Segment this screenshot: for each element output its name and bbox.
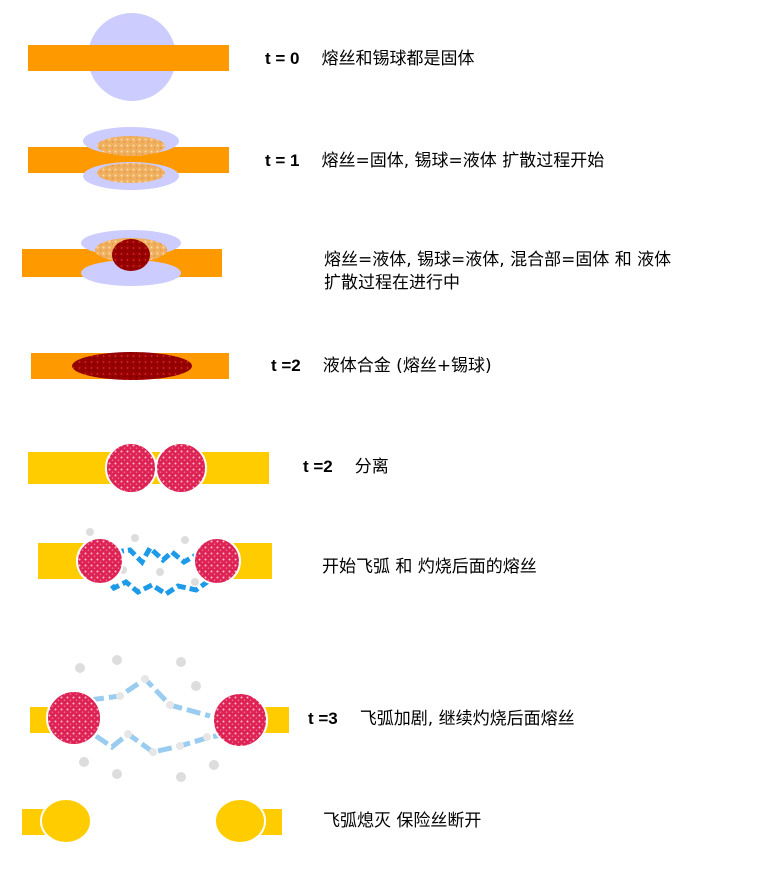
stage-1-caption: t = 0 熔丝和锡球都是固体 [265, 48, 475, 70]
arc-lower [102, 573, 212, 597]
stage-3-caption-line2: 扩散过程在进行中 [324, 273, 460, 293]
stage-5-caption: t =2 分离 [303, 456, 389, 478]
droplet-right [193, 537, 241, 585]
solidified-blob-left [40, 798, 92, 844]
stage-7-arc-intensifies [30, 655, 289, 782]
stage-5-separation [28, 442, 269, 494]
stage-8-fuse-open [22, 798, 282, 844]
stage-6-arc-start [38, 528, 272, 597]
stage-7-time: t =3 [308, 709, 338, 728]
vapour-particles [75, 655, 219, 782]
arc-upper [114, 544, 198, 567]
stage-5-description: 分离 [354, 457, 389, 477]
stage-4-liquid-alloy [31, 352, 229, 380]
liquid-alloy [72, 352, 192, 380]
stage-3-caption-line1: 熔丝=液体, 锡球=液体, 混合部=固体 和 液体 [324, 250, 672, 270]
stage-1-fuse-and-ball [28, 13, 229, 101]
stage-6-caption: 开始飞弧 和 灼烧后面的熔丝 [322, 557, 537, 577]
stage-4-caption: t =2 液体合金 (熔丝+锡球) [271, 355, 492, 377]
fuse-wire [28, 45, 229, 71]
stage-1-time: t = 0 [265, 49, 300, 68]
diffusion-zone-lower [97, 163, 165, 183]
stage-3-fuse-and-ball [22, 230, 222, 286]
droplet-left [46, 690, 102, 746]
stage-8-caption: 飞弧熄灭 保险丝断开 [323, 811, 482, 831]
droplet-right [155, 442, 207, 494]
droplet-left [105, 442, 157, 494]
stage-1-description: 熔丝和锡球都是固体 [321, 49, 475, 69]
mixed-zone [112, 239, 150, 271]
stage-2-description: 熔丝=固体, 锡球=液体 扩散过程开始 [321, 151, 605, 171]
stage-5-time: t =2 [303, 457, 333, 476]
arc-particles [116, 675, 211, 756]
stage-2-time: t = 1 [265, 151, 300, 170]
droplet-left [76, 537, 124, 585]
droplet-right [212, 692, 268, 748]
stage-7-description: 飞弧加剧, 继续灼烧后面熔丝 [359, 709, 575, 729]
stage-4-description: 液体合金 (熔丝+锡球) [322, 356, 492, 376]
solidified-blob-right [214, 798, 266, 844]
stage-4-time: t =2 [271, 356, 301, 375]
stage-2-fuse-and-ball [28, 127, 229, 190]
stage-7-caption: t =3 飞弧加剧, 继续灼烧后面熔丝 [308, 708, 575, 730]
liquid-tin-lower [81, 260, 181, 286]
stage-2-caption: t = 1 熔丝=固体, 锡球=液体 扩散过程开始 [265, 150, 604, 172]
diffusion-zone-upper [97, 136, 165, 156]
